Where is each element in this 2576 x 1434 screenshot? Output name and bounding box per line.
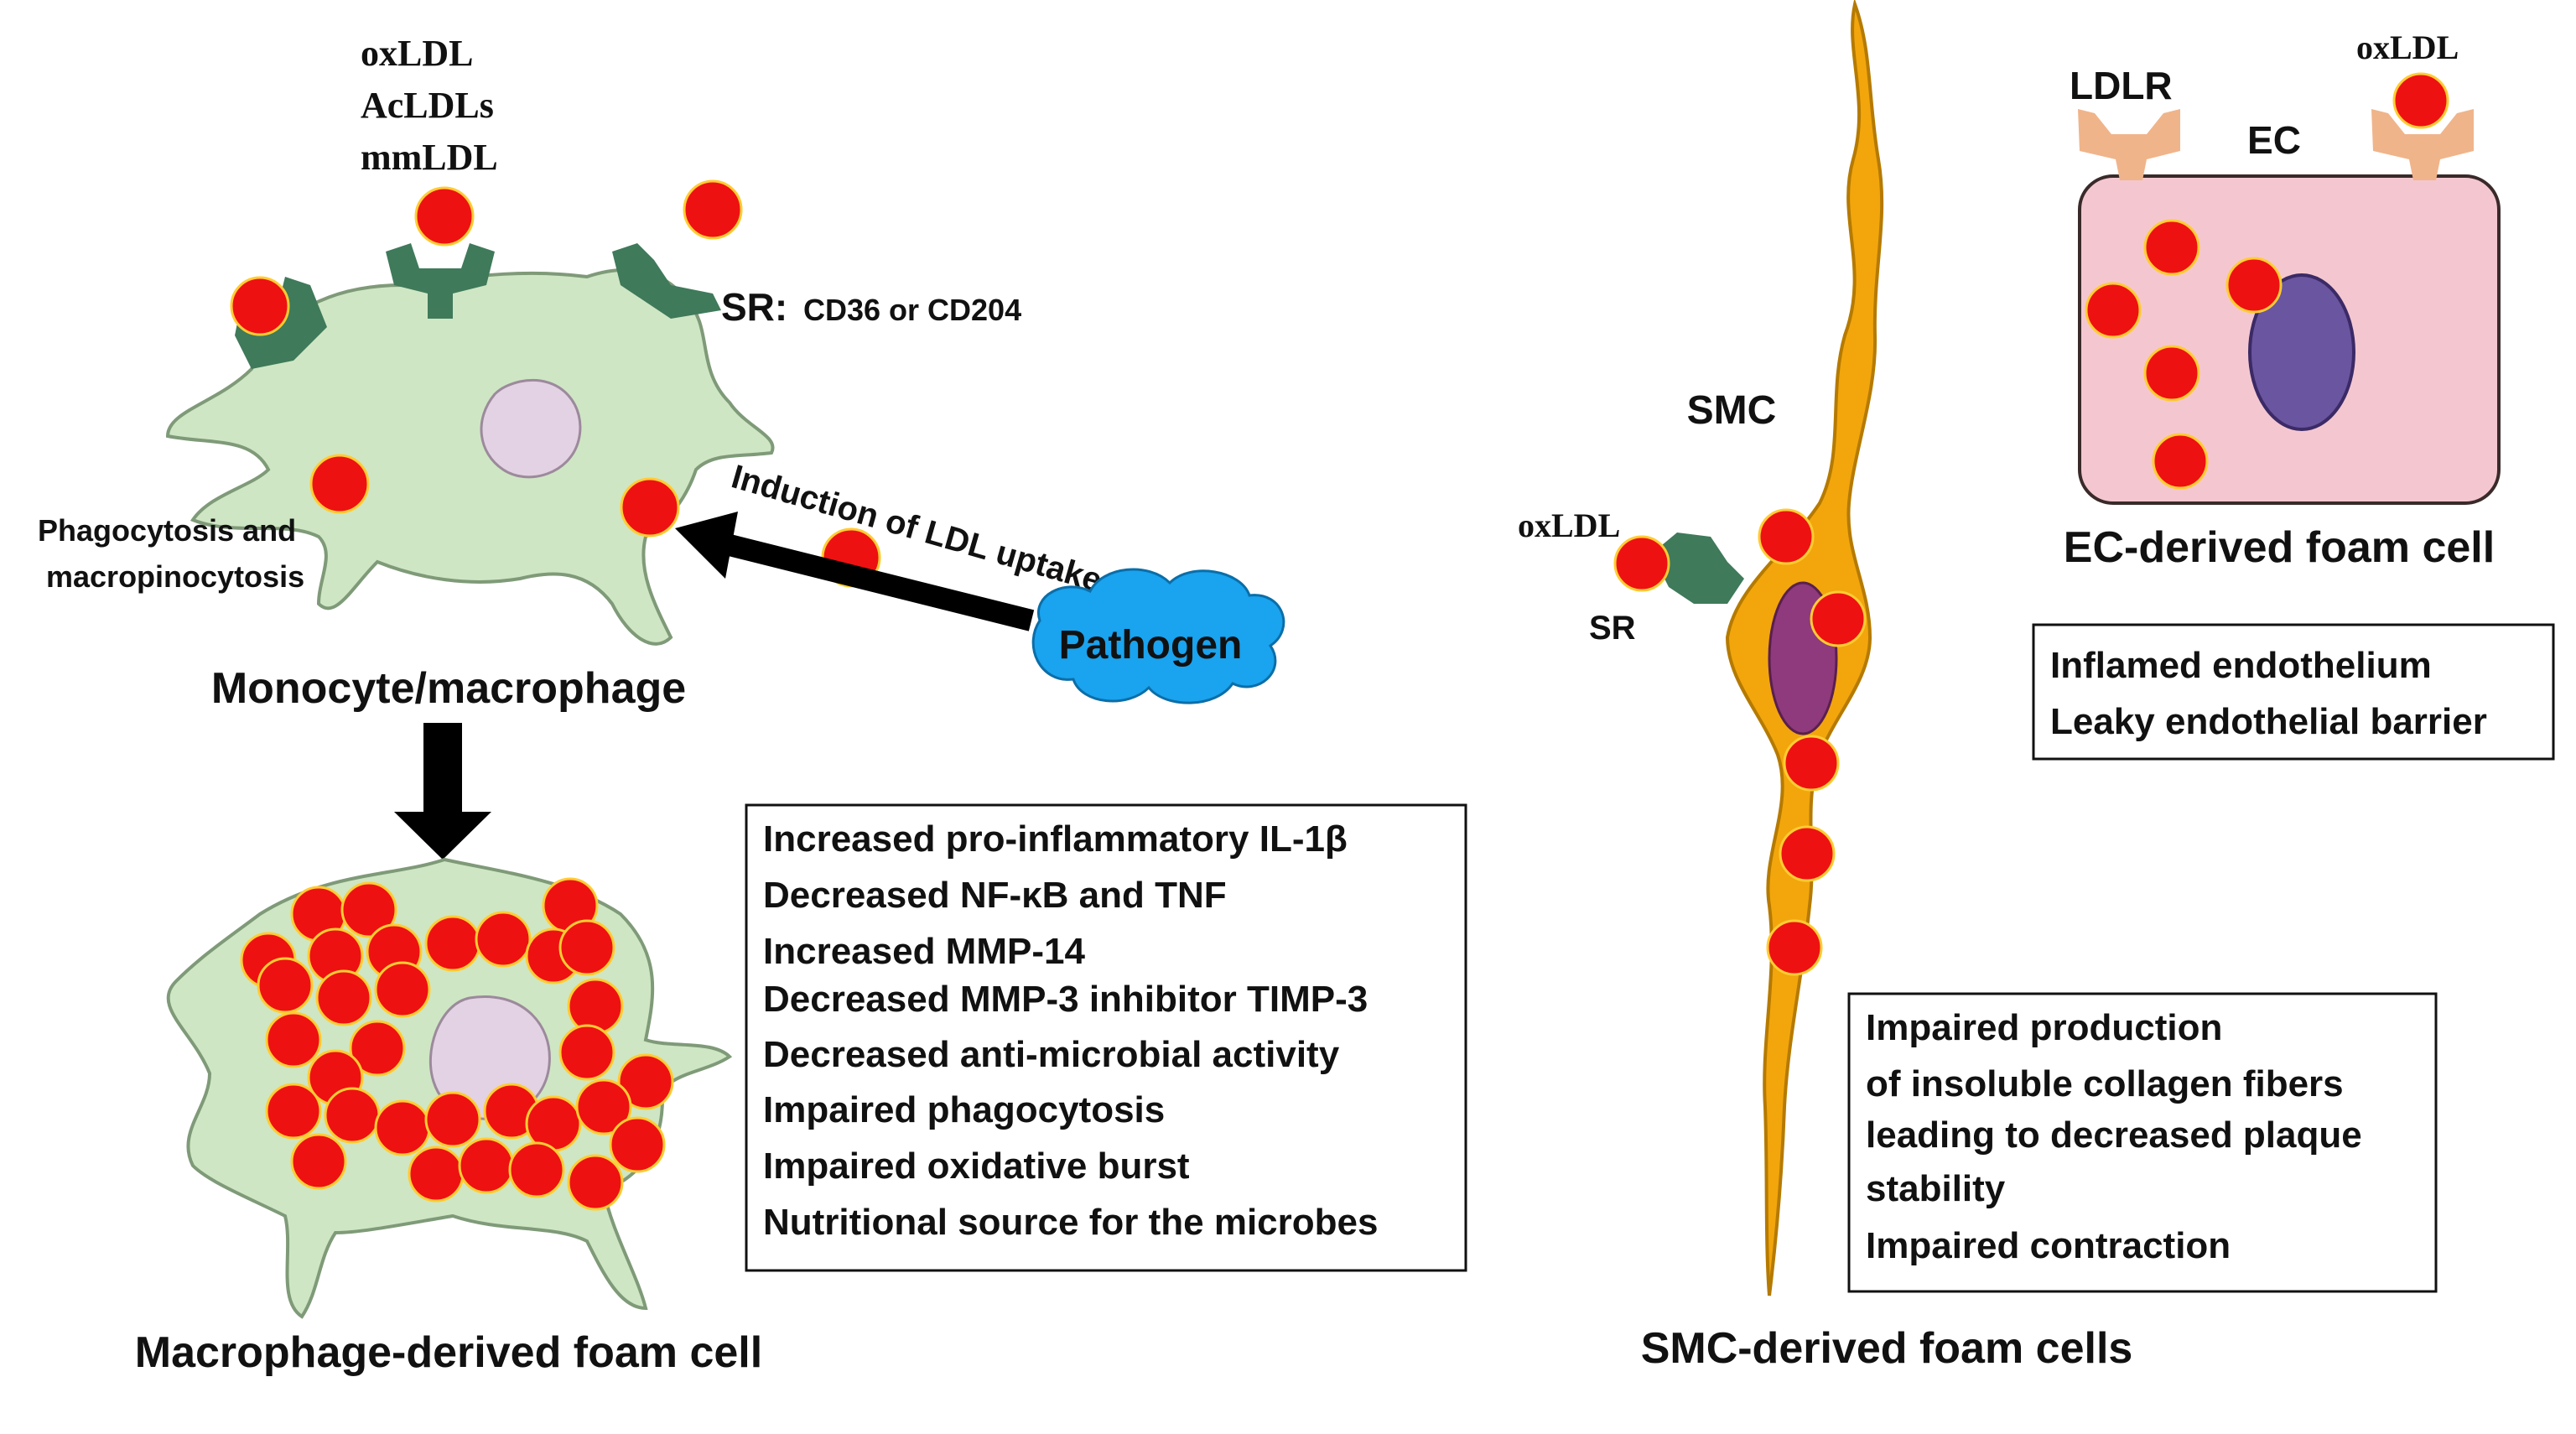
smc-foam-label: SMC-derived foam cells [1641,1324,2133,1373]
macrophage-effect-item: Decreased anti-microbial activity [763,1034,1340,1075]
ldl-particle [414,186,475,247]
smc-scavenger-receptor [1652,533,1744,604]
ldlr-receptor-right [2371,109,2474,180]
ligand-label-oxldl: oxLDL [361,33,473,74]
smc-effects-box [1847,992,2438,1293]
ec-nucleus [2248,273,2355,431]
scavenger-receptor-right [612,243,721,319]
smc-lipid-droplets [1758,508,1867,976]
macrophage-effect-item: Increased pro-inflammatory IL-1β [763,818,1348,860]
ldl-particle [683,179,743,240]
ldl-particle [620,477,680,538]
ligand-label-mmldl: mmLDL [361,137,498,178]
induction-arrowhead [675,512,738,579]
ec-lipid-droplets [2085,219,2283,490]
macrophage-effect-item: Decreased NF-κB and TNF [763,875,1227,916]
sr-label-prefix: SR: [721,285,787,329]
macrophage-effect-item: Impaired oxidative burst [763,1146,1190,1187]
smc-effect-item: Impaired production [1866,1007,2222,1048]
phagocytosis-label-line2: macropinocytosis [46,559,304,594]
macrophage-effect-item: Impaired phagocytosis [763,1089,1165,1130]
macrophage-foam-label: Macrophage-derived foam cell [135,1328,762,1377]
smc-label: SMC [1687,388,1777,433]
ldl-particle [230,276,290,336]
ec-foam-label: EC-derived foam cell [2064,523,2495,572]
ldl-particle [2392,72,2449,129]
smc-effect-item: Impaired contraction [1866,1225,2231,1266]
smc-effect-item: of insoluble collagen fibers [1866,1063,2344,1104]
smc-effect-item: leading to decreased plaque [1866,1114,2362,1156]
ldl-particle [309,454,370,514]
pathogen-label: Pathogen [1059,623,1243,668]
ldl-particle [1613,535,1670,592]
macrophage-effects-box [745,803,1467,1272]
ec-oxldl-label: oxLDL [2356,29,2459,66]
induction-arrow-shaft [726,534,1035,631]
foam-cell-lipid-droplets [240,877,674,1211]
monocyte-nucleus [480,379,582,479]
smc-sr-label: SR [1589,610,1636,647]
ligand-label-acldls: AcLDLs [361,85,494,126]
macrophage-effect-item: Decreased MMP-3 inhibitor TIMP-3 [763,979,1368,1020]
induction-label: Induction of LDL uptake [728,458,1106,599]
monocyte-label: Monocyte/macrophage [211,664,686,713]
phagocytosis-label-line1: Phagocytosis and [38,513,296,548]
scavenger-receptor-middle [386,243,495,319]
differentiation-arrowhead [394,812,491,860]
macrophage-effect-item: Increased MMP-14 [763,931,1085,972]
sr-label-suffix: CD36 or CD204 [803,293,1021,327]
ldlr-label: LDLR [2070,64,2173,107]
pathogen-cloud [1031,568,1285,704]
smc-oxldl-label: oxLDL [1518,507,1620,544]
ec-effects-box [2032,623,2555,761]
smc-effect-item: stability [1866,1168,2006,1209]
ldlr-receptor-left [2078,109,2180,180]
differentiation-arrow-shaft [423,723,462,815]
ec-effect-item: Leaky endothelial barrier [2050,701,2487,742]
macrophage-effect-item: Nutritional source for the microbes [763,1202,1378,1243]
ec-effect-item: Inflamed endothelium [2050,645,2432,686]
ec-label: EC [2247,118,2301,162]
